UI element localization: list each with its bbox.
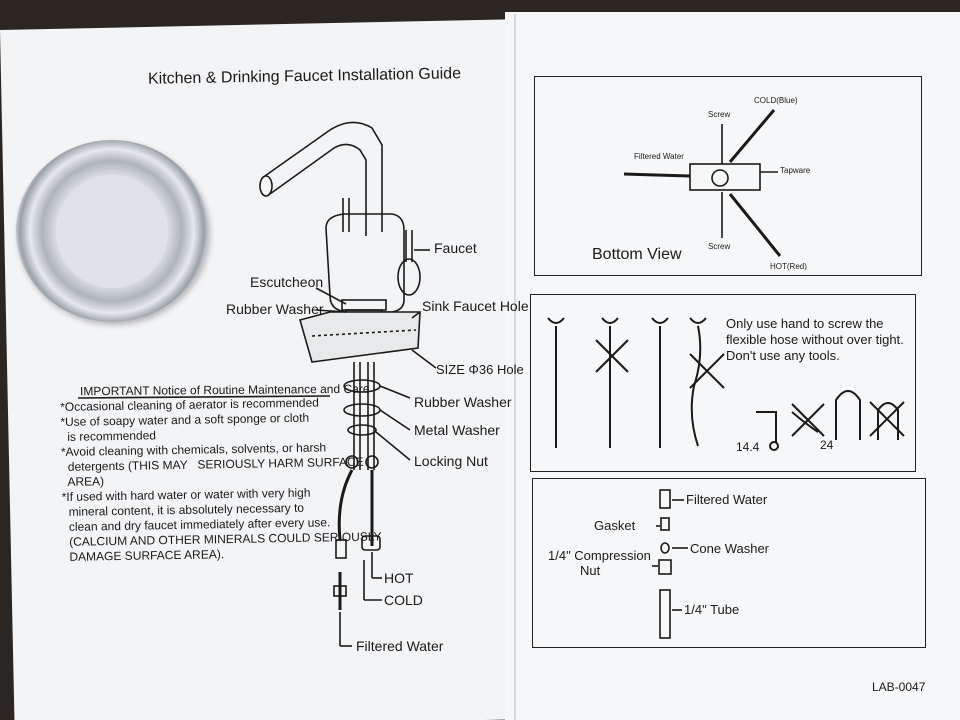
label-gasket: Gasket bbox=[594, 518, 636, 533]
label-hot-red: HOT(Red) bbox=[770, 262, 807, 271]
bottom-view-panel bbox=[534, 76, 922, 276]
label-cold: COLD bbox=[384, 592, 423, 608]
label-locking-nut: Locking Nut bbox=[414, 453, 488, 469]
label-screw-top: Screw bbox=[708, 110, 731, 119]
paper-fold bbox=[514, 14, 516, 720]
label-compression-nut-2: Nut bbox=[580, 563, 601, 578]
fittings-panel bbox=[532, 478, 926, 648]
label-rubber-washer-top: Rubber Washer bbox=[226, 301, 324, 317]
label-escutcheon: Escutcheon bbox=[250, 274, 324, 290]
label-faucet: Faucet bbox=[434, 240, 477, 256]
label-cold-blue: COLD(Blue) bbox=[754, 96, 798, 105]
label-tapware: Tapware bbox=[780, 166, 811, 175]
label-bend-max: 24 bbox=[820, 438, 834, 452]
doc-code: LAB-0047 bbox=[872, 680, 926, 694]
bottom-view-title: Bottom View bbox=[592, 246, 682, 263]
label-filtered-water-fit: Filtered Water bbox=[686, 492, 768, 507]
label-compression-nut-1: 1/4" Compression bbox=[548, 548, 651, 563]
label-sink-hole: Sink Faucet Hole bbox=[422, 298, 529, 314]
paper-right bbox=[505, 12, 960, 720]
hose-panel bbox=[530, 294, 916, 472]
hose-instruction-2: flexible hose without over tight. bbox=[726, 332, 904, 347]
label-bend-min: 14.4 bbox=[736, 440, 760, 454]
label-tube: 1/4" Tube bbox=[684, 602, 740, 617]
label-cone-washer: Cone Washer bbox=[690, 541, 769, 556]
label-hot: HOT bbox=[384, 570, 414, 586]
label-size-hole: SIZE Φ36 Hole bbox=[436, 362, 524, 377]
ring-inner-shadow bbox=[56, 176, 168, 288]
hose-instruction-3: Don't use any tools. bbox=[726, 348, 840, 363]
label-metal-washer: Metal Washer bbox=[414, 422, 500, 438]
label-rubber-washer: Rubber Washer bbox=[414, 394, 512, 410]
label-screw-bottom: Screw bbox=[708, 242, 731, 251]
hose-instruction-1: Only use hand to screw the bbox=[726, 316, 884, 331]
label-filtered-water-bv: Filtered Water bbox=[634, 152, 684, 161]
label-filtered-water-left: Filtered Water bbox=[356, 638, 444, 654]
